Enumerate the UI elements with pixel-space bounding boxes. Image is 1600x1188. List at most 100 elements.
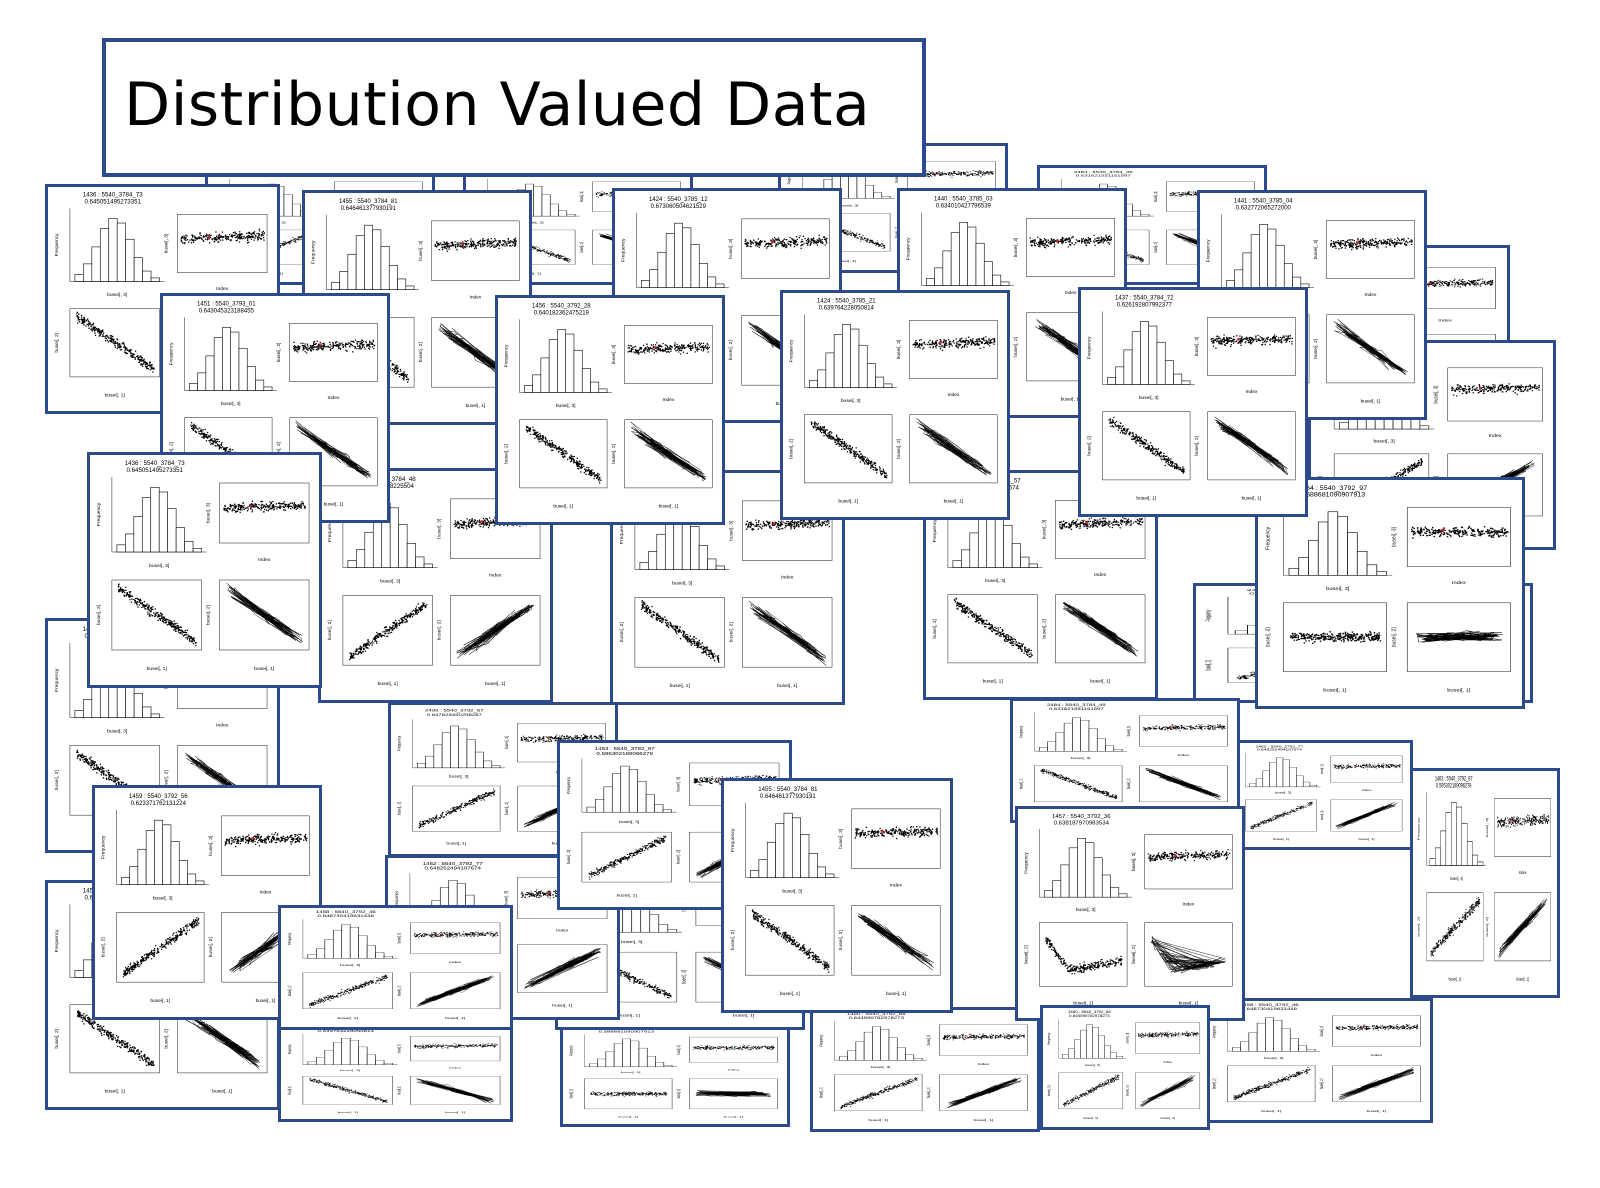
hist-bar xyxy=(83,263,93,282)
index-y-label: busei[, 3] xyxy=(925,1035,931,1045)
index-points xyxy=(744,234,828,249)
hist-x-label: busei[, 3] xyxy=(841,398,861,404)
hist-bar xyxy=(590,381,600,393)
index-x-label: Index xyxy=(1362,789,1372,792)
scatter-frame xyxy=(69,308,160,378)
highlight-point xyxy=(547,892,551,895)
hist-bar xyxy=(1298,557,1309,576)
trajectory-frame xyxy=(450,595,541,666)
hist-y-label: Frequency xyxy=(1211,1026,1217,1038)
scatter-points xyxy=(348,602,428,661)
hist-bar xyxy=(1052,880,1062,898)
hist-bar xyxy=(1148,325,1158,385)
card-value-label: 0.632772065272000 xyxy=(1236,206,1292,212)
plot-card-svg: 1424 : 5540_3785_210.639764228050814buse… xyxy=(287,1027,501,1113)
hist-bar xyxy=(1256,1022,1266,1052)
scatter-points xyxy=(308,974,388,1008)
scatter-x-label: busei[, 1] xyxy=(1449,976,1462,982)
index-y-label: busei[, 3] xyxy=(676,1046,681,1055)
hist-bar xyxy=(133,516,143,553)
index-x-label: Index xyxy=(1094,572,1107,578)
card-value-label: 0.623371762131224 xyxy=(131,800,187,807)
hist-bar xyxy=(630,1040,640,1067)
scatter-frame xyxy=(1058,1072,1124,1110)
trajectory-lines xyxy=(1335,802,1398,830)
hist-bar xyxy=(184,541,194,553)
scatter-points xyxy=(840,1077,918,1110)
hist-bar xyxy=(598,388,608,393)
scatter-y-label: busei[, 2] xyxy=(54,332,60,352)
hist-bar xyxy=(690,244,700,288)
index-plot-frame xyxy=(1326,220,1415,279)
hist-bar xyxy=(355,235,365,290)
index-y-label: busei[, 3] xyxy=(1125,1033,1130,1044)
trajectory-x-label: busei[, 1] xyxy=(485,681,506,687)
hist-bar xyxy=(715,283,725,288)
scatter-frame xyxy=(804,414,893,484)
trajectory-x-label: busei[, 1] xyxy=(1367,1110,1387,1113)
hist-bar xyxy=(1011,543,1021,568)
card-value-label: 0.644590762978273 xyxy=(1069,1014,1110,1017)
index-points xyxy=(627,342,711,355)
hist-y-label: Frequency xyxy=(504,344,510,368)
scatter-points xyxy=(588,835,667,880)
hist-bar xyxy=(548,339,558,393)
hist-y-label: Frequency xyxy=(1018,726,1024,738)
trajectory-x-label: busei[, 1] xyxy=(212,1088,233,1094)
trajectory-frame xyxy=(1326,314,1415,384)
hist-bar xyxy=(872,1026,881,1061)
index-y-label: busei[, 3] xyxy=(675,777,681,791)
scatter-y-label: busei[, 2] xyxy=(504,444,510,464)
highlight-point xyxy=(1173,853,1177,857)
hist-bar xyxy=(197,372,207,391)
index-plot-frame xyxy=(431,220,520,281)
hist-bar xyxy=(1309,785,1317,787)
hist-bar xyxy=(388,264,398,290)
hist-bar xyxy=(657,251,667,288)
hist-bar xyxy=(1116,1056,1124,1059)
highlight-point xyxy=(1157,1033,1160,1036)
hist-bar xyxy=(1472,854,1478,866)
hist-bar xyxy=(758,859,768,878)
index-x-label: Index xyxy=(1364,292,1376,298)
scatter-points xyxy=(117,583,197,647)
hist-x-label: busei[, 3] xyxy=(107,729,128,735)
index-plot-frame xyxy=(221,815,310,876)
trajectory-frame xyxy=(1494,892,1551,962)
hist-bar xyxy=(1039,747,1048,752)
hist-y-label: Frequency xyxy=(730,828,736,852)
trajectory-x-label: busei[, 1] xyxy=(1361,398,1381,404)
plot-card-svg: 1455 : 5540_3784_810.646461377930191buse… xyxy=(730,786,941,997)
trajectory-frame xyxy=(624,419,713,489)
hist-bar xyxy=(573,349,583,393)
hist-bar xyxy=(116,222,126,282)
hist-bar xyxy=(142,706,152,718)
hist-bar xyxy=(809,380,818,388)
hist-bar xyxy=(415,556,425,568)
hist-bar xyxy=(195,880,205,885)
index-y-label: busei[, 3] xyxy=(205,502,211,523)
trajectory-x-label: busei[, 1] xyxy=(1161,1117,1176,1120)
hist-bar xyxy=(1283,263,1293,288)
hist-bar xyxy=(1296,775,1304,787)
scatter-frame xyxy=(1426,892,1484,962)
index-y-label: busei[, 3] xyxy=(503,736,509,749)
hist-bar xyxy=(637,781,647,813)
card-id-label: 1460 : 5540_3792_66 xyxy=(1068,1011,1111,1014)
index-x-label: Index xyxy=(469,294,481,300)
hist-bar xyxy=(339,271,349,290)
highlight-point xyxy=(772,522,776,525)
hist-bar xyxy=(839,1056,848,1061)
plot-card-svg: 1463 : 5540_3792_870.595302189096278buse… xyxy=(565,747,780,897)
hist-bar xyxy=(347,253,357,290)
hist-bar xyxy=(656,533,666,570)
hist-bar xyxy=(375,952,385,959)
hist-bar xyxy=(690,526,700,570)
scatter-x-label: busei[, 1] xyxy=(147,666,168,672)
card-value-label: 0.638187970983534 xyxy=(1054,821,1110,827)
hist-y-label: Frequency xyxy=(311,240,317,264)
hist-bar xyxy=(540,357,550,393)
trajectory-y-label: busei[, 2] xyxy=(1485,917,1489,937)
hist-bar xyxy=(1105,745,1115,752)
index-x-label: Index xyxy=(449,960,461,963)
